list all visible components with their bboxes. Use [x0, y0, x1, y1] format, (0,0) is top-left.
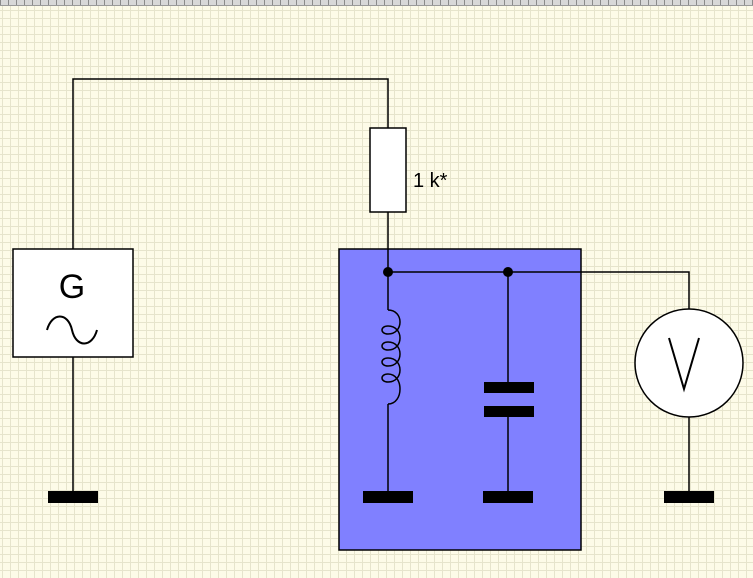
resistor-icon[interactable]: [369, 127, 407, 213]
ac-source-icon[interactable]: G: [12, 248, 134, 358]
wire-generator-top: [72, 78, 389, 249]
ground-icon-voltmeter: [664, 491, 714, 503]
voltmeter-v-glyph: [668, 337, 700, 393]
resistor-label: 1 k*: [413, 170, 448, 192]
top-ruler: [0, 0, 753, 6]
capacitor-icon[interactable]: [484, 382, 534, 417]
lc-module-box[interactable]: [338, 248, 582, 551]
wire-node-rail: [388, 271, 690, 309]
inductor-icon[interactable]: [381, 309, 401, 405]
sine-wave-icon: [46, 315, 98, 345]
ground-icon-inductor: [363, 491, 413, 503]
junction-node-right: [503, 267, 513, 277]
ground-icon-capacitor: [483, 491, 533, 503]
wires: [72, 78, 690, 491]
voltmeter-icon[interactable]: [634, 308, 744, 418]
junction-node-left: [383, 267, 393, 277]
generator-label: G: [59, 268, 85, 306]
ground-icon-generator: [48, 491, 98, 503]
